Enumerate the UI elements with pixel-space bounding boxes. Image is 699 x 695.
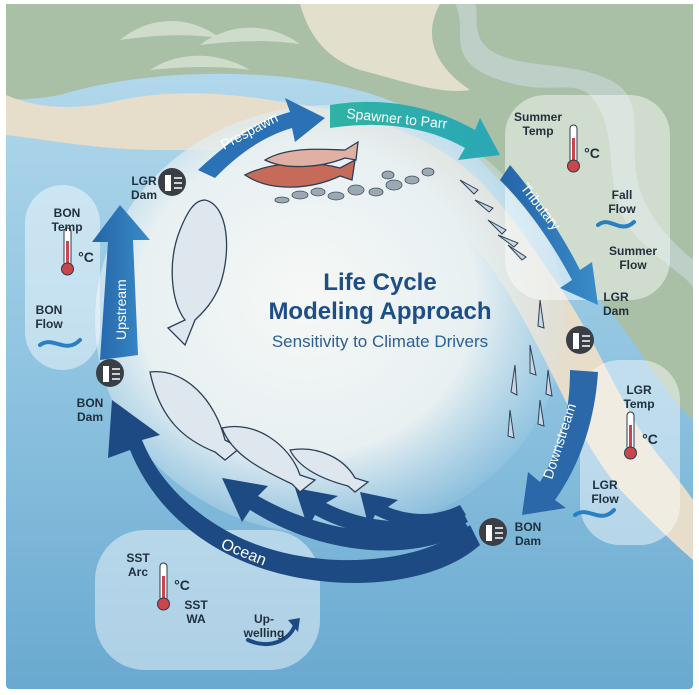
flow-wave-icon <box>38 338 82 348</box>
driver-upwelling: Up-welling <box>243 612 285 640</box>
flow-wave-icon <box>596 220 636 229</box>
flow-wave-icon <box>573 508 616 518</box>
spawner-arrow <box>330 101 500 160</box>
dam-icons <box>96 168 594 546</box>
fry-icon <box>487 219 507 235</box>
thermo-unit-lgr: °C <box>642 431 658 447</box>
land-area <box>6 4 693 420</box>
downstream-arrow <box>522 370 598 515</box>
fry-icon <box>497 234 519 248</box>
dam-icon <box>479 518 507 546</box>
fry-icon <box>459 179 479 195</box>
fry-group <box>459 179 553 439</box>
fry-icon <box>474 199 494 213</box>
thermometer-icons <box>61 124 637 611</box>
upwelling-icon <box>246 623 297 646</box>
salmon-icon <box>243 158 356 188</box>
thermometer-icon <box>624 411 637 460</box>
salmon-icon <box>289 448 370 493</box>
tributary-arrow <box>500 165 598 305</box>
upstream-arrow <box>92 205 150 360</box>
title-line-1: Life Cycle <box>323 269 437 296</box>
driver-panels <box>25 95 680 670</box>
adult-salmon-group <box>149 140 370 493</box>
salmon-icon <box>166 199 228 347</box>
prespawn-arrow <box>198 98 325 178</box>
thermometer-icon <box>157 562 170 611</box>
flow-waves <box>38 220 636 518</box>
dam-icon <box>158 168 186 196</box>
fry-icon <box>537 399 545 427</box>
salmon-icon <box>149 371 242 461</box>
stage-label-upstream: Upstream <box>113 279 129 340</box>
diagram-title: Life Cycle Modeling Approach <box>200 268 560 326</box>
thermometer-icon <box>567 124 580 173</box>
fry-icon <box>545 369 553 397</box>
ocean-arrow <box>108 400 480 583</box>
fry-icon <box>507 244 527 261</box>
thermometer-icon <box>61 227 74 276</box>
thermo-unit-sst: °C <box>174 577 190 593</box>
gravel-bed <box>274 167 435 204</box>
salmon-icon <box>221 425 317 493</box>
fry-icon <box>510 364 518 396</box>
fry-icon <box>537 299 545 329</box>
thermo-unit-bon: °C <box>78 249 94 265</box>
dam-icon <box>566 326 594 354</box>
dam-icon <box>96 359 124 387</box>
title-line-2: Modeling Approach <box>268 298 492 325</box>
diagram-subtitle: Sensitivity to Climate Drivers <box>271 332 489 351</box>
salmon-icon <box>263 140 359 168</box>
thermo-unit-summer: °C <box>584 145 600 161</box>
fry-icon <box>507 409 515 439</box>
fry-icon <box>529 344 537 376</box>
